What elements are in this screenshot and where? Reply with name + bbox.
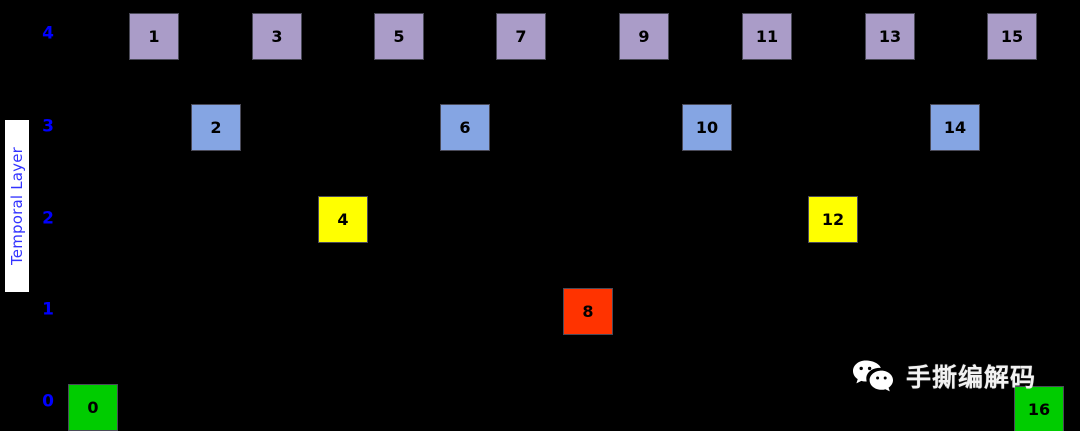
frame-box-16: 16 (1014, 386, 1064, 431)
frame-box-15: 15 (987, 13, 1037, 60)
y-axis-tick-2: 2 (42, 208, 54, 229)
wechat-icon (852, 359, 898, 393)
y-axis-title-plate: Temporal Layer (5, 120, 29, 292)
frame-box-5: 5 (374, 13, 424, 60)
watermark: 手撕编解码 (852, 358, 1036, 394)
frame-box-10: 10 (682, 104, 732, 151)
frame-box-12: 12 (808, 196, 858, 243)
frame-box-4: 4 (318, 196, 368, 243)
frame-box-0: 0 (68, 384, 118, 431)
y-axis-title: Temporal Layer (8, 146, 26, 266)
frame-box-3: 3 (252, 13, 302, 60)
watermark-text: 手撕编解码 (906, 363, 1037, 392)
frame-box-6: 6 (440, 104, 490, 151)
frame-box-13: 13 (865, 13, 915, 60)
frame-box-7: 7 (496, 13, 546, 60)
frame-box-14: 14 (930, 104, 980, 151)
y-axis-tick-1: 1 (42, 299, 54, 320)
y-axis-tick-0: 0 (42, 391, 54, 412)
frame-box-9: 9 (619, 13, 669, 60)
frame-box-1: 1 (129, 13, 179, 60)
y-axis-tick-4: 4 (42, 23, 54, 44)
frame-box-2: 2 (191, 104, 241, 151)
frame-box-8: 8 (563, 288, 613, 335)
y-axis-tick-3: 3 (42, 116, 54, 137)
frame-box-11: 11 (742, 13, 792, 60)
